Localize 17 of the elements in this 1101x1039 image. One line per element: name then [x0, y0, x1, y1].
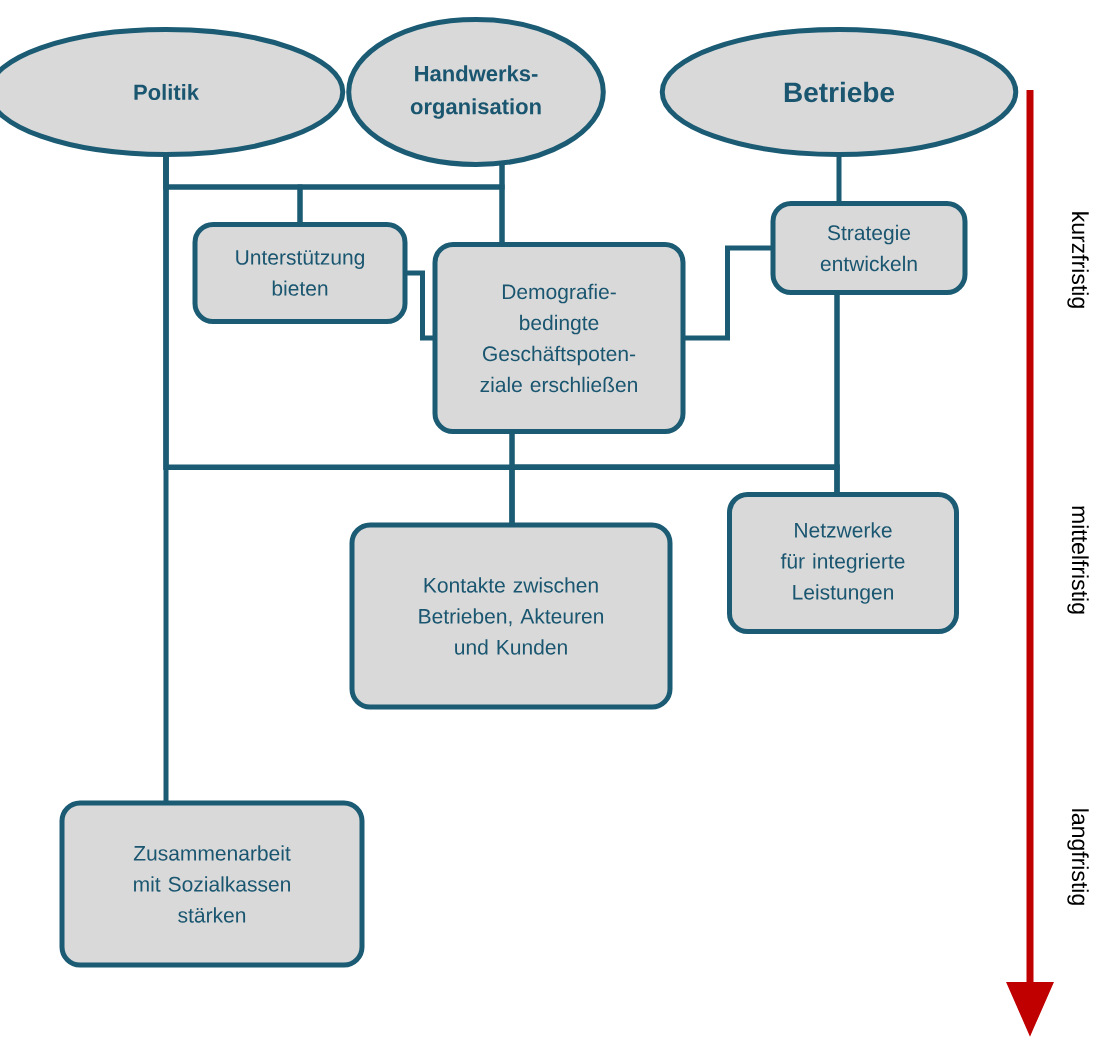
ellipse-node: Betriebe: [659, 27, 1019, 157]
process-box: Strategie entwickeln: [770, 201, 968, 295]
process-box: Zusammenarbeit mit Sozialkassen stärken: [59, 800, 365, 968]
connector: [683, 245, 773, 341]
connector: [836, 154, 842, 204]
process-box: Unterstützung bieten: [192, 222, 408, 324]
connector: [499, 162, 505, 245]
connector: [405, 270, 435, 341]
timeframe-label: mittelfristig: [1067, 506, 1089, 614]
timeframe-label: langfristig: [1067, 809, 1089, 905]
timeframe-label: kurzfristig: [1067, 212, 1089, 308]
connector: [509, 292, 840, 525]
process-box: Kontakte zwischen Betrieben, Akteuren und Kunden: [349, 522, 673, 710]
connector: [509, 431, 840, 495]
process-box: Netzwerke für integrierte Leistungen: [727, 492, 959, 634]
process-box: Demografie-bedingte Geschäftspoten-ziale erschließen: [432, 242, 686, 434]
ellipse-node: Handwerks-organisation: [346, 17, 606, 167]
